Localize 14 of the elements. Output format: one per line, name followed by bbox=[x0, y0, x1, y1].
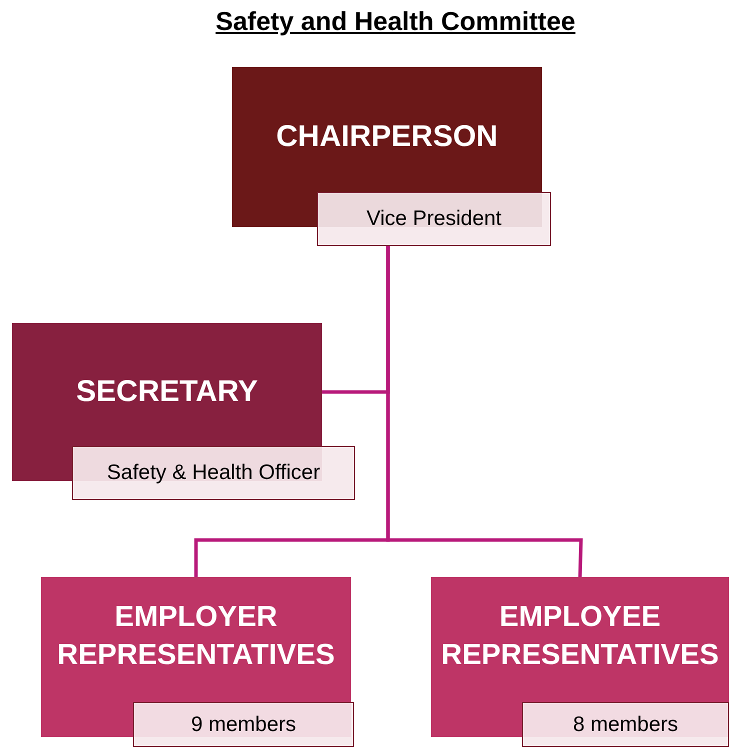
role-detail-box bbox=[522, 702, 729, 747]
role-detail: Vice President bbox=[366, 207, 502, 231]
role-detail-box bbox=[317, 192, 551, 246]
role-title: SECRETARY bbox=[76, 374, 258, 410]
role-title: CHAIRPERSON bbox=[276, 118, 498, 154]
connector-line bbox=[386, 246, 583, 578]
role-detail-box bbox=[133, 702, 354, 747]
role-title: EMPLOYER REPRESENTATIVES bbox=[56, 600, 336, 673]
role-detail: 8 members bbox=[572, 712, 678, 736]
role-title: EMPLOYEE REPRESENTATIVES bbox=[440, 600, 720, 673]
diagram-title: Safety and Health Committee bbox=[214, 6, 576, 37]
role-detail: 9 members bbox=[190, 712, 296, 736]
role-detail-box bbox=[72, 446, 355, 500]
role-detail: Safety & Health Officer bbox=[106, 461, 320, 485]
